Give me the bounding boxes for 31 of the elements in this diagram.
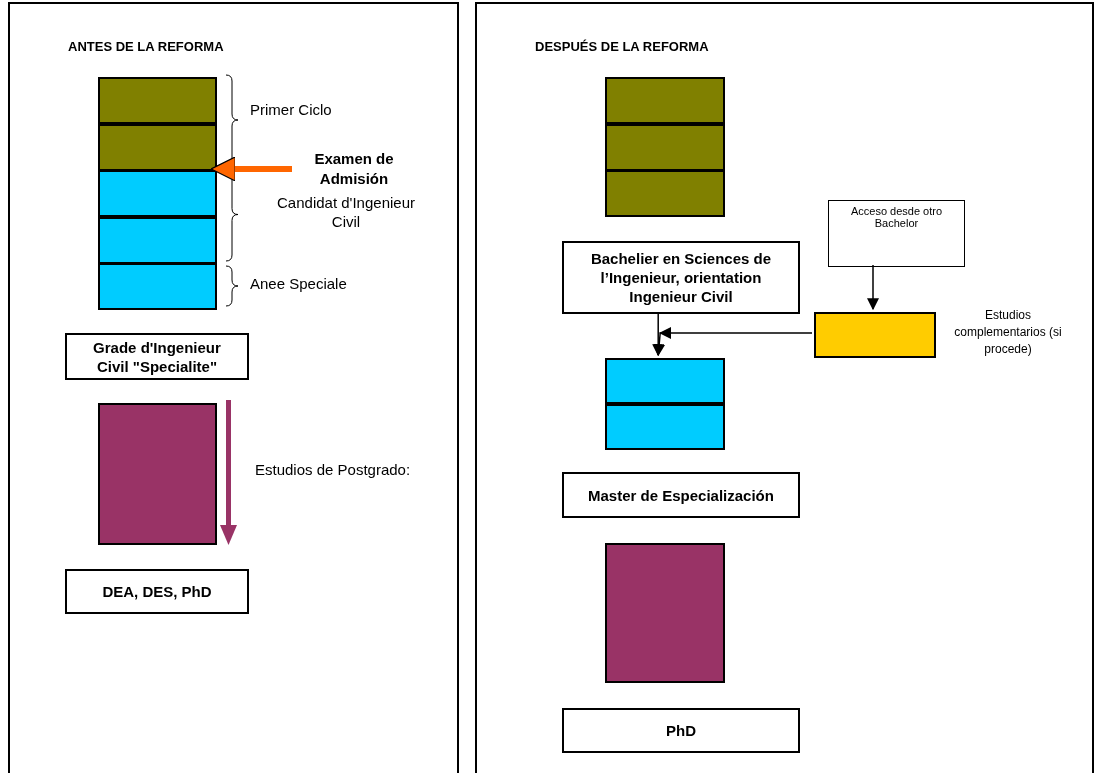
stack-block	[98, 170, 217, 217]
panel	[475, 2, 1094, 773]
stack-block	[605, 77, 725, 124]
bracket-label: Anee Speciale	[250, 274, 348, 293]
stack-block	[814, 312, 936, 358]
panel-title: DESPUÉS DE LA REFORMA	[535, 39, 709, 54]
note-box: Acceso desde otro Bachelor	[828, 200, 965, 267]
stack-block	[605, 358, 725, 404]
stack-block	[605, 404, 725, 450]
arrow	[653, 327, 813, 356]
panel	[8, 2, 459, 773]
degree-box: Master de Especialización	[562, 472, 800, 518]
bracket-label: Estudios de Postgrado:	[255, 460, 412, 479]
box-caption: Estudios complementarios (si procede)	[953, 307, 1063, 358]
stack-block	[605, 543, 725, 683]
stack-block	[98, 263, 217, 310]
bracket-label: Candidat d'Ingenieur Civil	[276, 193, 416, 231]
panel-title: ANTES DE LA REFORMA	[68, 39, 224, 54]
stack-block	[98, 217, 217, 264]
stack-block	[98, 403, 217, 545]
stack-block	[98, 124, 217, 171]
degree-box: Bachelier en Sciences de l’Ingenieur, orientation Ingenieur Civil	[562, 241, 800, 314]
note-text: Examen de Admisión	[294, 146, 414, 192]
arrow	[210, 156, 292, 182]
degree-box: PhD	[562, 708, 800, 753]
degree-box: DEA, DES, PhD	[65, 569, 249, 614]
stack-block	[605, 170, 725, 217]
degree-box: Grade d'Ingenieur Civil "Specialite"	[65, 333, 249, 380]
bracket-label: Primer Ciclo	[250, 100, 333, 119]
stack-block	[605, 124, 725, 171]
stack-block	[98, 77, 217, 124]
